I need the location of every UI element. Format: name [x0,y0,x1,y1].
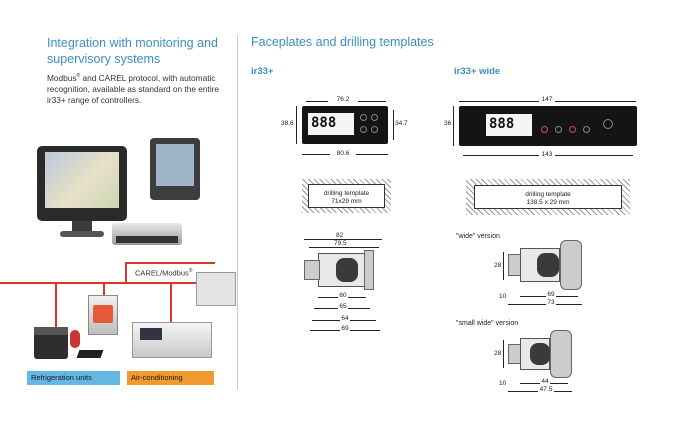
body-modbus: Modbus [47,72,77,83]
wide-side-clip [537,253,559,277]
side-dim-65: 65 [338,303,348,310]
wide-side-dim-line-28 [503,252,504,280]
small-wide-version-label: "small wide" version [456,320,519,327]
tag-air-conditioning: Air-conditioning [127,371,214,385]
subhead-ir33-wide: ir33+ wide [454,66,501,77]
smallwide-side-dim-47-5: 47.5 [538,386,554,393]
dim-width-bottom: 80.6 [330,150,356,157]
ir33-button-4 [371,126,378,133]
smallwide-side-dim-44: 44 [540,378,550,385]
side-dim-60: 60 [338,292,348,299]
body-rest: and CAREL protocol, with automatic recog… [47,72,220,105]
network-drop-3 [170,282,172,322]
tag-refrigeration: Refrigeration units [27,371,120,385]
smallwide-side-front [550,330,572,378]
gateway-registered: ® [188,268,193,274]
network-uplink [125,262,127,284]
ir33-button-1 [360,114,367,121]
network-uplink-h [125,262,215,264]
wide-template-size: 138.5 x 29 mm [526,199,570,206]
ir33-button-3 [360,126,367,133]
ir33-side-connector [304,260,320,280]
ir33-template-hole: drilling template 71x29 mm [308,184,385,208]
plc-controller-image [132,322,212,358]
wide-button-4 [583,126,590,133]
network-line [0,282,200,284]
monitor-base [60,231,104,237]
ir33-template-size: 71x29 mm [331,198,362,205]
wide-side-dim-73: 73 [546,299,556,306]
left-heading: Integration with monitoring and supervis… [47,36,218,66]
cabinet-door [93,305,113,323]
dim-line-left [296,106,297,144]
wide-side-dim-28: 28 [494,262,502,269]
power-icon [603,119,613,129]
gateway-label: CAREL/Modbus® [135,268,192,278]
smallwide-side-dim-28: 28 [494,350,502,357]
showcase-top [34,327,68,335]
ir33-side-front [364,250,374,290]
wide-side-dim-10: 10 [499,293,507,300]
wide-side-dim-69: 69 [546,291,556,298]
side-dim-69: 69 [340,325,350,332]
smallwide-side-dim-line-28 [503,340,504,368]
dim-line-right [393,110,394,140]
wide-dim-width-top: 147 [539,96,555,103]
dim-width-top: 76.2 [328,96,358,103]
probe-image [70,330,80,348]
wide-button-1 [541,126,548,133]
monitor-stand [72,221,92,233]
monitor-screen [45,152,119,208]
gateway-device-image [196,272,236,306]
ir33-template-label: drilling template [323,190,370,197]
gateway-text: CAREL/Modbus [135,268,189,278]
ir33-display-digits: 888 [311,115,337,131]
wide-side-line-73 [508,304,582,305]
side-dim-79-5: 79.5 [334,240,347,247]
wide-template-hole: drilling template 138.5 x 29 mm [474,185,622,209]
dim-height-left: 38.6 [281,120,294,127]
wide-template-label: drilling template [525,191,571,198]
ir33-side-clip [336,258,358,282]
network-drop-2 [103,282,105,296]
wide-dim-line-left [453,106,454,146]
wide-dim-width-bottom: 143 [539,151,555,158]
side-line-79-5 [309,247,379,248]
wide-display [486,114,532,136]
wide-side-front [560,240,582,290]
side-line-82 [304,239,382,240]
network-drop-1 [55,282,57,327]
plc-screen [140,328,162,340]
dim-height-right: 34.7 [395,120,408,127]
server-unit-front [116,236,178,243]
wide-dim-height: 36 [444,120,452,127]
right-heading: Faceplates and drilling templates [251,35,434,49]
ir33-button-2 [371,114,378,121]
registered-mark: ® [76,73,81,79]
smallwide-side-dim-10: 10 [499,380,507,387]
ir33-display [308,113,354,135]
wide-button-3 [569,126,576,133]
smallwide-side-clip [530,343,550,365]
panel-pc-screen [156,144,194,186]
column-divider [237,35,238,390]
subhead-ir33: ir33+ [251,66,274,77]
side-dim-64: 64 [340,315,350,322]
pad-image [76,350,104,358]
wide-display-digits: 888 [489,116,515,132]
wide-button-2 [555,126,562,133]
side-dim-82: 82 [336,232,344,239]
wide-version-label: "wide" version [456,233,500,240]
left-body-text: Modbus® and CAREL protocol, with automat… [47,71,227,106]
